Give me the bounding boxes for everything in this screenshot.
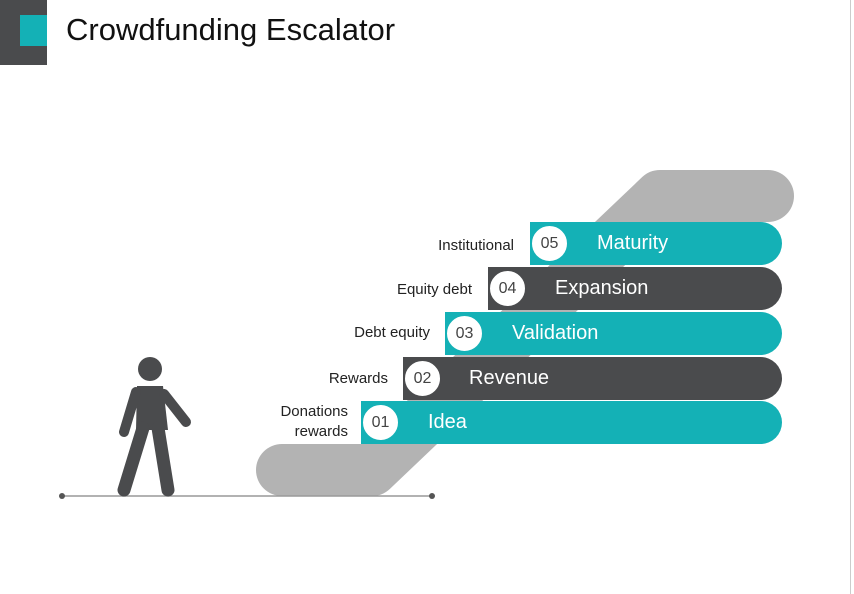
funding-label-03: Debt equity [354, 324, 430, 341]
step-stage-label: Expansion [555, 277, 649, 299]
step-stage-label: Validation [512, 322, 599, 344]
step-number-badge: 03 [445, 314, 484, 353]
floor-dot-right [429, 493, 435, 499]
funding-label-01: Donations rewards [280, 403, 348, 440]
step-number-badge: 02 [403, 359, 442, 398]
page-title: Crowdfunding Escalator [66, 12, 396, 47]
header-accent-square [20, 15, 47, 46]
funding-label-02: Rewards [328, 370, 388, 387]
step-bar-02: 02 Revenue [403, 357, 782, 400]
step-bar-04: 04 Expansion [488, 267, 782, 310]
step-number-badge: 05 [530, 224, 569, 263]
step-bar-05: 05 Maturity [530, 222, 782, 265]
step-number-badge: 01 [361, 403, 400, 442]
step-bar-01: 01 Idea [361, 401, 782, 444]
slide-border [850, 0, 851, 594]
step-number-badge: 04 [488, 269, 527, 308]
funding-label-04: Equity debt [396, 281, 472, 298]
step-bar-03: 03 Validation [445, 312, 782, 355]
person-icon [117, 357, 191, 497]
funding-label-05: Institutional [438, 237, 514, 254]
floor-dot-left [59, 493, 65, 499]
step-stage-label: Maturity [597, 232, 669, 254]
step-stage-label: Revenue [469, 367, 550, 389]
step-stage-label: Idea [428, 411, 467, 433]
